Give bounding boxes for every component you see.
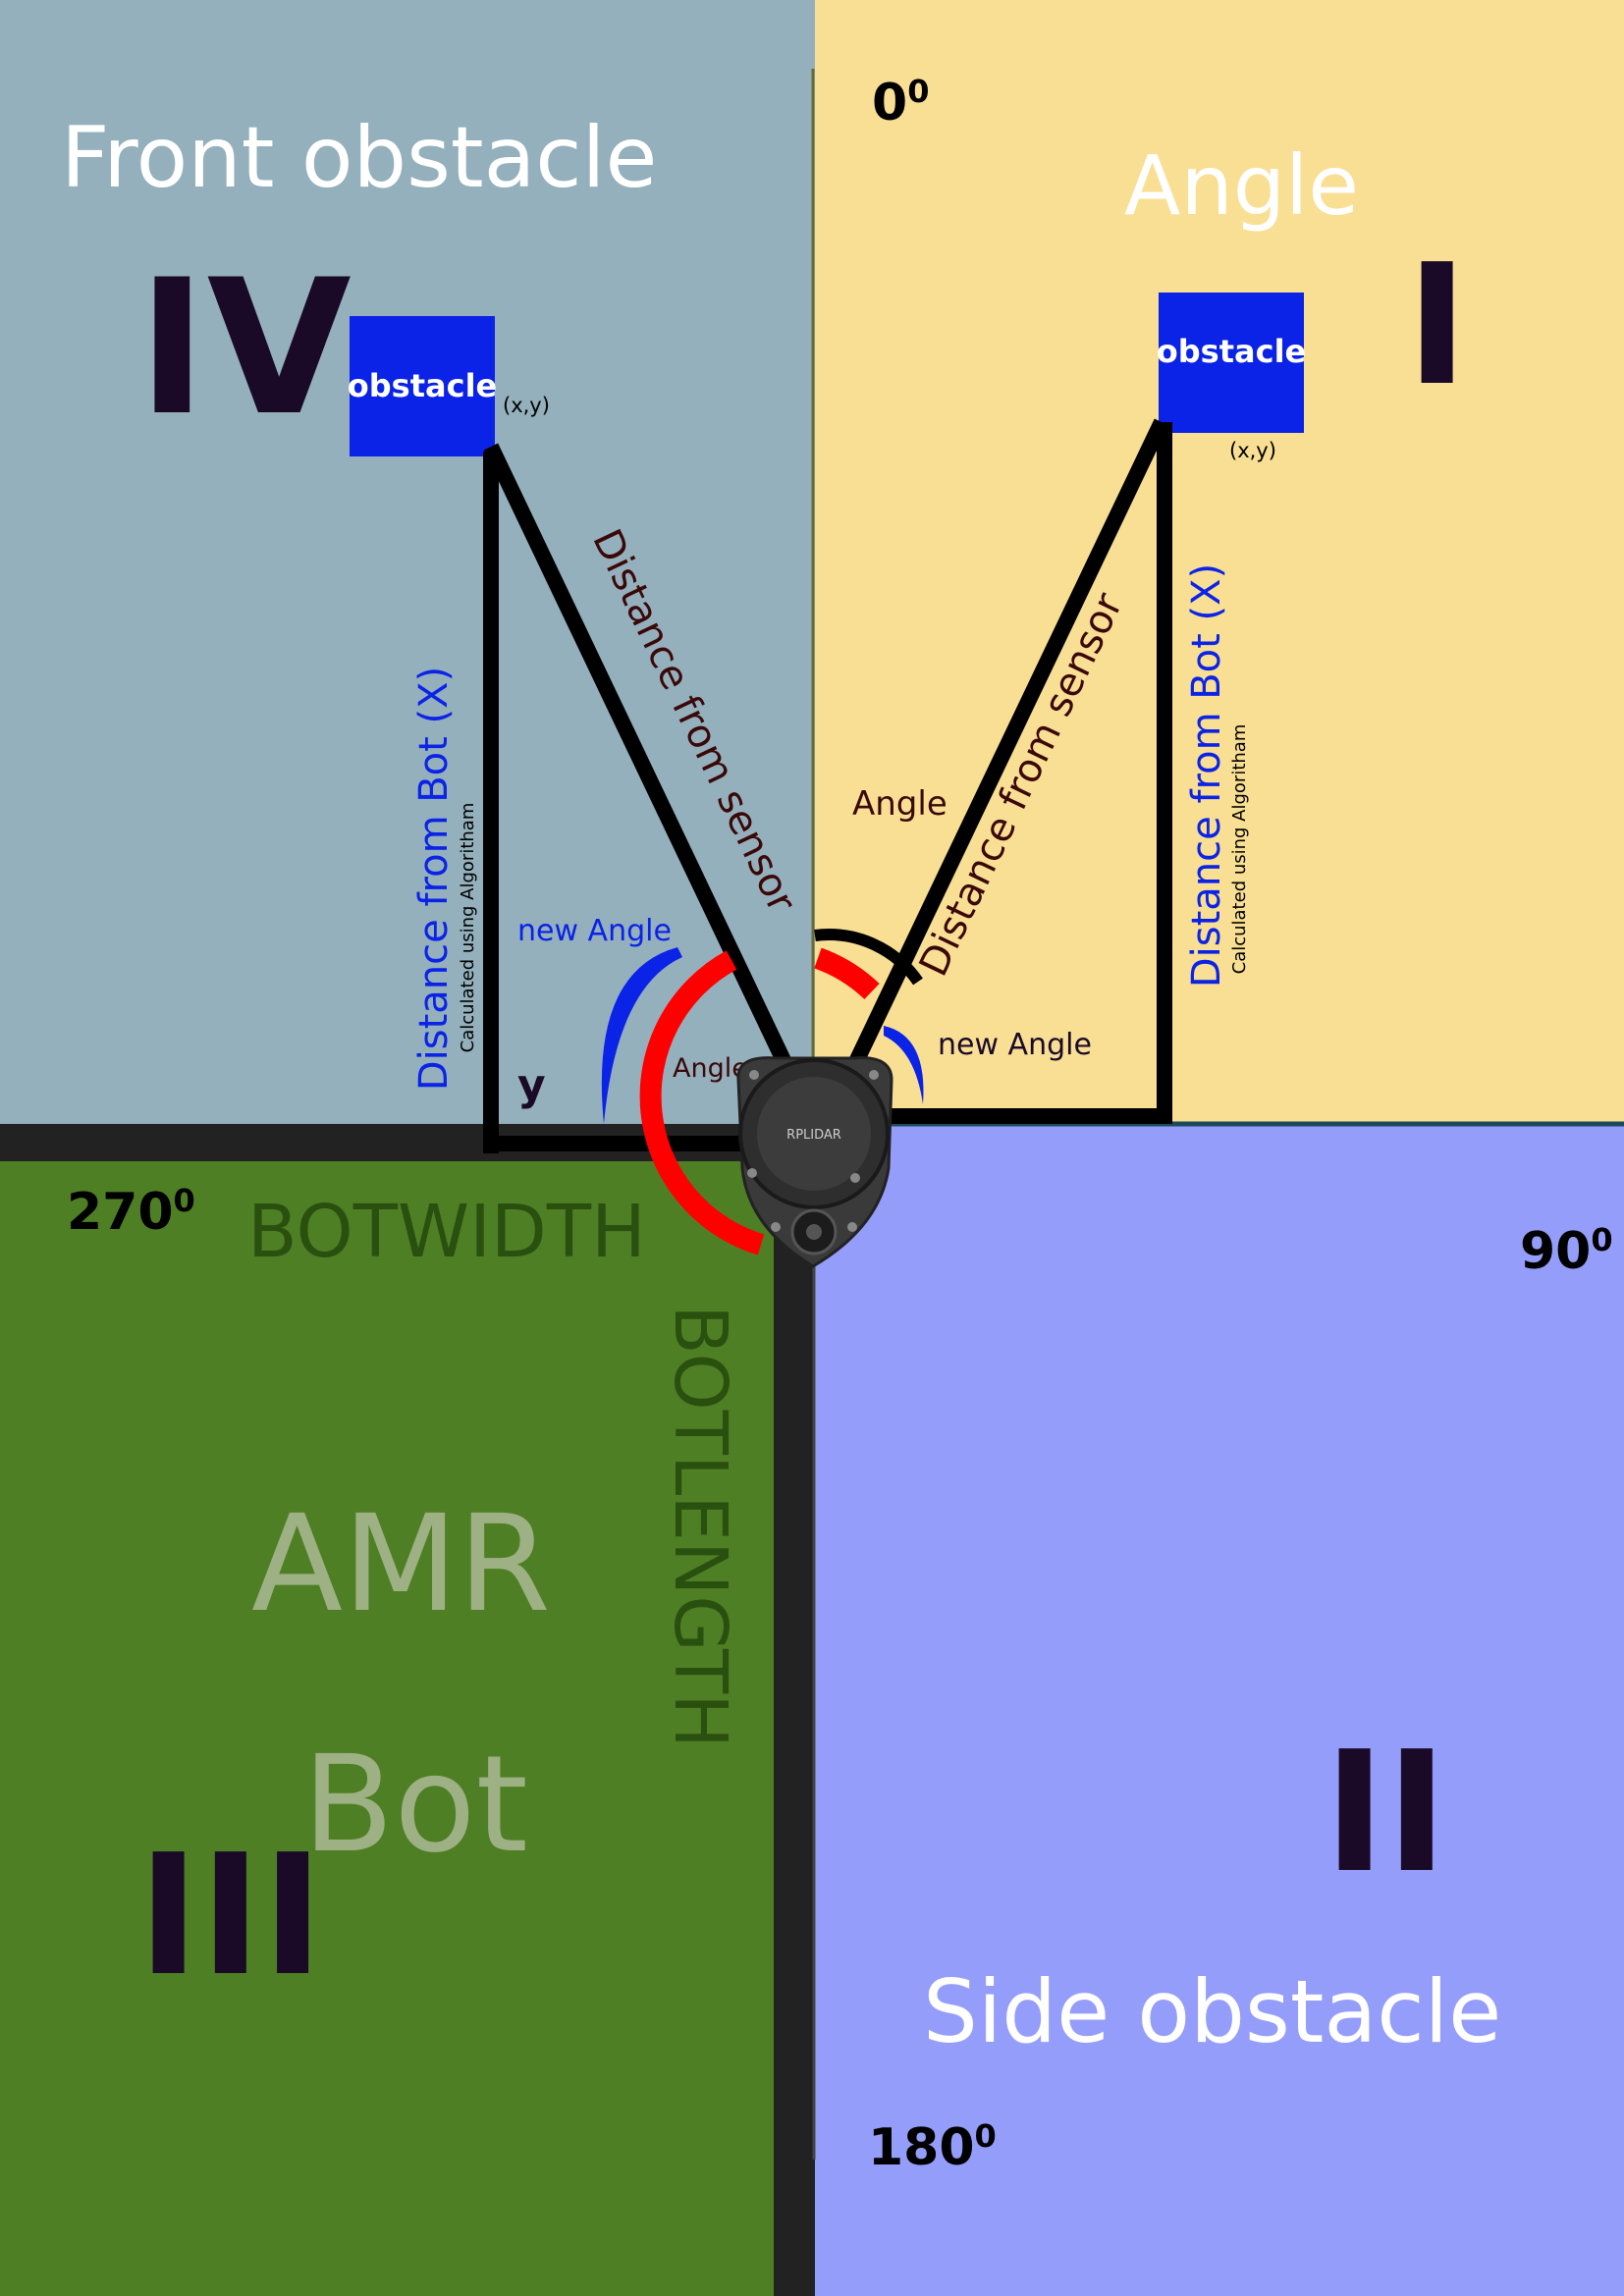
- side-obstacle-heading: Side obstacle: [923, 1961, 1501, 2062]
- angle-quadrant: [815, 0, 1624, 1124]
- left-calculated-label: Calculated using Algoritham: [458, 803, 478, 1053]
- rplidar-sensor: [736, 1056, 893, 1268]
- degree-90-label: 900: [1520, 1221, 1613, 1281]
- quadrant-iv-label: IV: [137, 240, 352, 456]
- black-angle-arc: [814, 929, 923, 986]
- amr-heading: AMR: [251, 1487, 551, 1642]
- degree-180-label: 1800: [868, 2117, 997, 2177]
- right-calculated-label: Calculated using Algoritham: [1229, 724, 1250, 975]
- right-angle-label: Angle: [852, 784, 947, 824]
- obstacle-left: [350, 316, 495, 456]
- side-obstacle-quadrant: [815, 1124, 1624, 2296]
- quadrant-i-label: I: [1406, 229, 1468, 423]
- botlength-label: BOTLENGTH: [658, 1305, 742, 1748]
- angle-heading: Angle: [1124, 137, 1359, 234]
- blue-new-angle-arc-right: [884, 1026, 924, 1104]
- left-new-angle-label: new Angle: [517, 914, 672, 948]
- left-sensor-line: [483, 443, 798, 1079]
- degree-0-label: 00: [872, 73, 929, 133]
- front-obstacle-quadrant: [0, 0, 815, 1124]
- degree-270-label: 2700: [67, 1182, 195, 1242]
- obstacle-right: [1159, 293, 1304, 433]
- right-distance-bot-label: Distance from Bot (X): [1184, 563, 1229, 988]
- right-new-angle-label: new Angle: [938, 1028, 1092, 1062]
- front-obstacle-heading: Front obstacle: [61, 109, 657, 207]
- bot-quadrant: [0, 1158, 774, 2296]
- blue-new-angle-arc-left: [601, 947, 682, 1124]
- quadrant-iii-label: III: [137, 1819, 324, 2013]
- red-angle-arc-left: [639, 950, 765, 1255]
- obstacle-right-coord: (x,y): [1229, 439, 1276, 462]
- left-distance-bot-label: Distance from Bot (X): [411, 667, 457, 1091]
- rplidar-label: RPLIDAR: [786, 1128, 841, 1143]
- bot-heading: Bot: [302, 1728, 528, 1883]
- obstacle-left-coord: (x,y): [503, 394, 550, 417]
- botwidth-label: BOTWIDTH: [247, 1190, 646, 1274]
- quadrant-ii-label: II: [1324, 1716, 1448, 1910]
- red-angle-arc-right: [814, 947, 880, 1000]
- vertical-divider: [774, 1124, 815, 2296]
- obstacle-left-label: obstacle: [348, 367, 497, 404]
- y-label: y: [517, 1060, 546, 1110]
- obstacle-right-label: obstacle: [1157, 333, 1306, 370]
- inner-angle-label: Angle: [673, 1053, 748, 1084]
